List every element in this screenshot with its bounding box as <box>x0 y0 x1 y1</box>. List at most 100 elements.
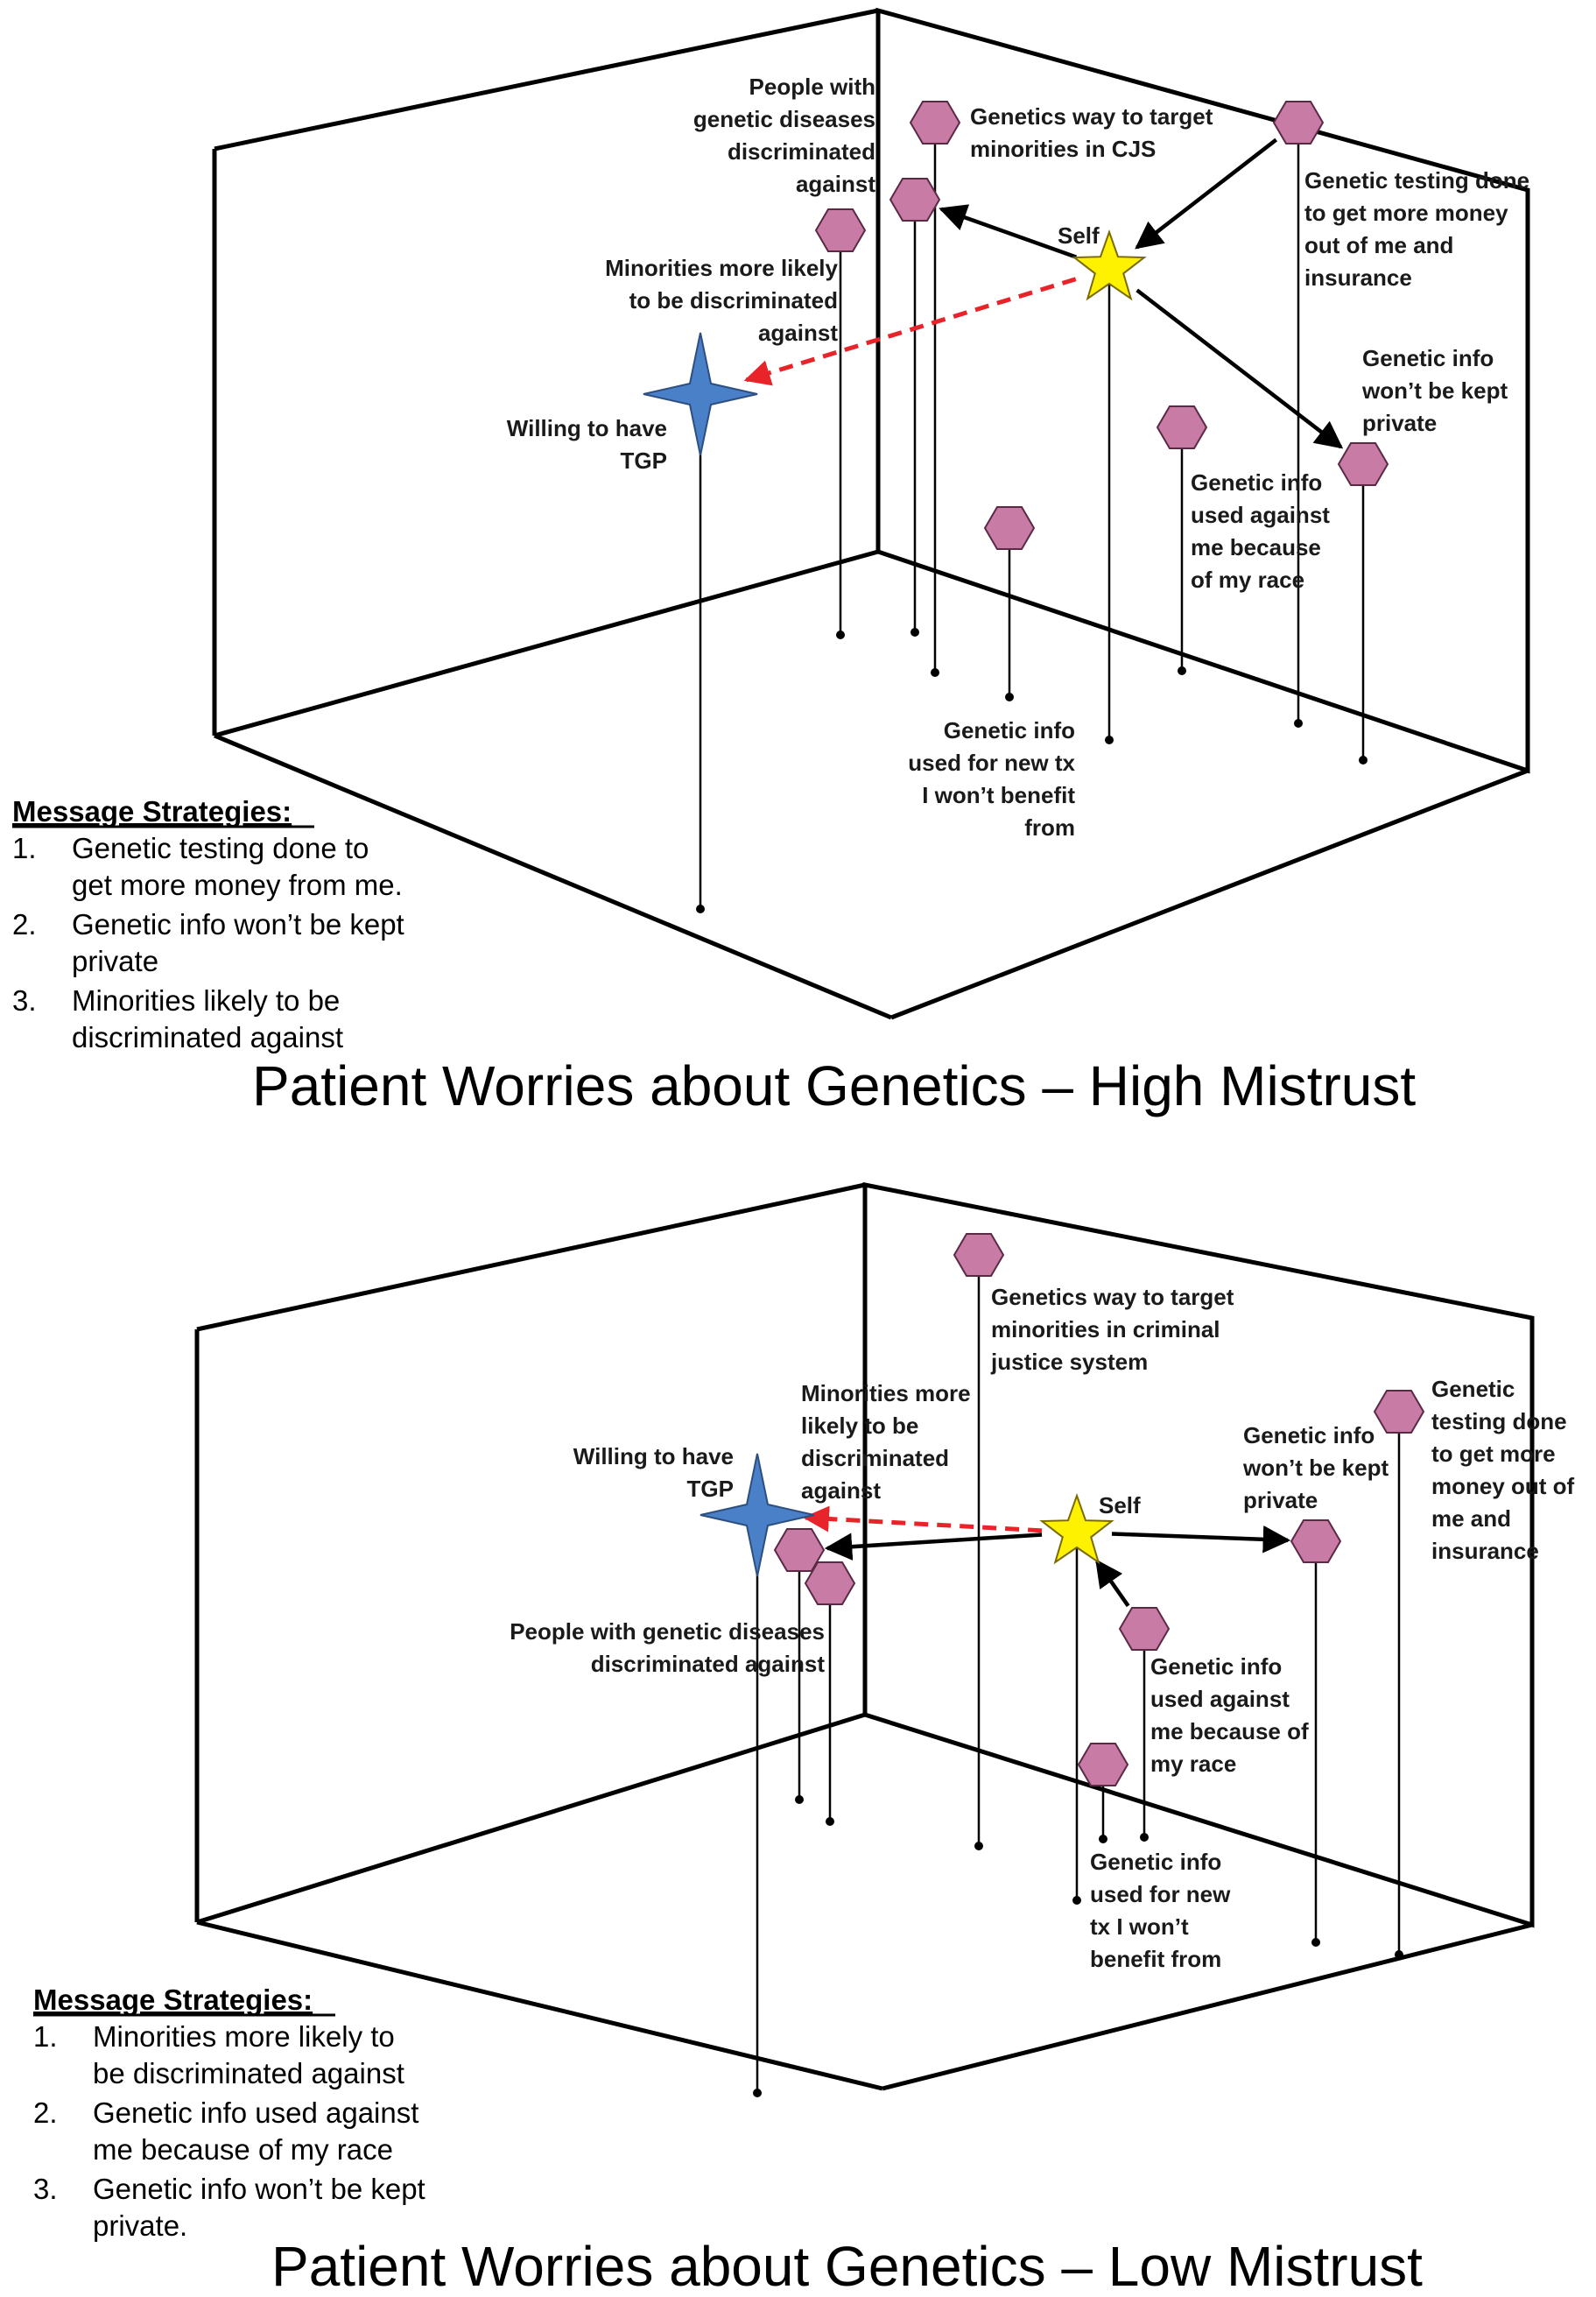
panel-high-strategy-text: private <box>72 945 158 977</box>
panel-high-label-cjs-line: Genetics way to target <box>970 103 1213 130</box>
panel-low-label-cjs-line: justice system <box>990 1349 1148 1375</box>
panel-high-label-race-line: me because <box>1191 534 1321 560</box>
panel-low-node-minorities-hexagon-icon <box>773 1528 826 1572</box>
panel-low-label-money-line: testing done <box>1431 1408 1567 1434</box>
panel-low-label-money-line: me and <box>1431 1505 1511 1532</box>
panel-low-label-newtx-line: tx I won’t <box>1090 1913 1189 1940</box>
panel-low-label-newtx-line: benefit from <box>1090 1946 1221 1972</box>
panel-high-label-race-line: used against <box>1191 502 1330 528</box>
panel-high-label-money-line: Genetic testing done <box>1304 167 1529 194</box>
panel-low-arrow-self-to-tgp <box>802 1505 1043 1533</box>
panel-low-label-minorities-line: discriminated <box>801 1445 949 1471</box>
panel-high-stem-dot-people <box>836 631 845 639</box>
panel-low-label-money-line: to get more <box>1431 1441 1556 1467</box>
panel-low-label-tgp-line: Willing to have <box>573 1443 734 1469</box>
panel-low-node-private-hexagon-icon <box>1290 1519 1342 1563</box>
panel-high-label-minorities-line: Minorities more likely <box>605 255 838 281</box>
panel-low-room-box <box>194 1181 1535 2091</box>
panel-low-label-race-line: used against <box>1150 1686 1290 1712</box>
panel-high-label-private-line: private <box>1362 410 1437 436</box>
panel-high-node-cjs-hexagon-icon <box>909 101 961 144</box>
panel-low-label-self: Self <box>1099 1492 1141 1518</box>
panel-high-label-money: Genetic testing done to get more money out… <box>1304 167 1529 291</box>
panel-high-label-race-line: Genetic info <box>1191 469 1322 496</box>
panel-low-label-private-line: private <box>1243 1487 1318 1513</box>
panel-high-label-tgp-line: Willing to have <box>507 415 667 441</box>
panel-low-node-cjs-hexagon-icon <box>953 1233 1005 1277</box>
panel-high-node-minorities-hexagon-icon <box>889 178 941 222</box>
panel-high-label-cjs-line: minorities in CJS <box>970 136 1156 162</box>
panel-high-label-newtx-line: from <box>1024 814 1075 841</box>
panel-low-stem-dot-race <box>1140 1833 1149 1842</box>
panel-low-label-race-line: me because of <box>1150 1718 1309 1744</box>
panel-low-arrow-self-to-private <box>1111 1525 1291 1554</box>
panel-high-strategy-text: get more money from me. <box>72 869 403 901</box>
panel-low-node-people-hexagon-icon <box>804 1561 856 1605</box>
panel-high-node-self-star-icon <box>1072 229 1147 301</box>
panel-high-arrow-money-to-self <box>1135 137 1278 250</box>
panel-low-strategy-number: 1. <box>33 2020 58 2053</box>
panel-low-stem-dot-minorities <box>795 1795 804 1804</box>
panel-low-strategy-text: Minorities more likely to <box>93 2020 395 2053</box>
panel-low-strategy-text: be discriminated against <box>93 2057 404 2089</box>
panel-low-stem-dot-money <box>1395 1950 1403 1959</box>
panel-high-node-money-hexagon-icon <box>1272 101 1325 144</box>
panel-high-label-minorities-line: against <box>758 320 838 346</box>
panel-low-label-people-line: discriminated against <box>591 1651 826 1677</box>
panel-low-label-private-line: won’t be kept <box>1242 1455 1389 1481</box>
panel-high-strategies-heading: Message Strategies: <box>12 795 292 828</box>
panel-low-node-race-hexagon-icon <box>1118 1607 1171 1651</box>
panel-low-label-money-line: insurance <box>1431 1538 1539 1564</box>
panel-high-node-people-hexagon-icon <box>814 208 867 252</box>
panel-high-node-tgp-four-point-star-icon <box>643 332 758 456</box>
panel-high-label-people-line: discriminated <box>728 138 875 165</box>
panel-high-label-newtx-line: used for new tx <box>908 750 1075 776</box>
panel-high-label-money-line: out of me and <box>1304 232 1453 258</box>
panel-high-arrow-self-to-private <box>1135 288 1344 449</box>
panel-high-stem-dot-tgp <box>696 905 705 913</box>
panel-high-label-money-line: insurance <box>1304 264 1412 291</box>
panel-high-node-newtx-hexagon-icon <box>983 506 1036 550</box>
panel-low-node-tgp-four-point-star-icon <box>700 1453 815 1577</box>
panel-low-strategy-number: 2. <box>33 2096 58 2129</box>
panel-low-floor-front-edge <box>196 1920 883 2091</box>
panel-low-floor-left-edge <box>196 1712 866 1925</box>
panel-low-label-minorities-line: against <box>801 1477 881 1504</box>
panel-low-label-money-line: money out of <box>1431 1473 1575 1499</box>
panel-low-top-left-edge <box>196 1182 866 1332</box>
panel-low-strategy-text: me because of my race <box>93 2133 393 2166</box>
panel-high-node-race-hexagon-icon <box>1156 405 1208 449</box>
panel-high-strategy-text: Genetic info won’t be kept <box>72 908 404 941</box>
panel-low-label-people-line: People with genetic diseases <box>510 1618 825 1645</box>
panel-low-label-minorities-line: likely to be <box>801 1413 918 1439</box>
panel-high-strategy-text: Genetic testing done to <box>72 832 369 864</box>
panel-low-stem-dot-cjs <box>974 1842 983 1850</box>
panel-high-label-people-line: against <box>796 171 875 197</box>
panel-low-arrow-race-to-self <box>1095 1559 1130 1608</box>
panel-low-label-tgp-line: TGP <box>687 1476 734 1502</box>
panel-high-strategy-text: discriminated against <box>72 1021 343 1053</box>
panel-high-stem-dot-minorities <box>910 628 919 637</box>
panel-high-label-minorities-line: to be discriminated <box>629 287 838 314</box>
panel-low-arrow-self-to-minorities <box>824 1533 1043 1561</box>
panel-low-strategy-number: 3. <box>33 2173 58 2205</box>
panel-low-title: Patient Worries about Genetics – Low Mis… <box>271 2235 1423 2297</box>
panel-high-floor-front-edge <box>214 733 892 1020</box>
panel-low-node-self-star-icon <box>1039 1493 1114 1565</box>
panel-high-room-box <box>212 7 1530 1020</box>
panel-high-top-left-edge <box>214 8 879 151</box>
panel-high-strategy-number: 1. <box>12 832 37 864</box>
panel-high-label-money-line: to get more money <box>1304 200 1508 226</box>
panel-low-label-newtx-line: Genetic info <box>1090 1849 1221 1875</box>
panel-low-label-self-line: Self <box>1099 1492 1141 1518</box>
panel-low-label-race-line: Genetic info <box>1150 1653 1282 1680</box>
